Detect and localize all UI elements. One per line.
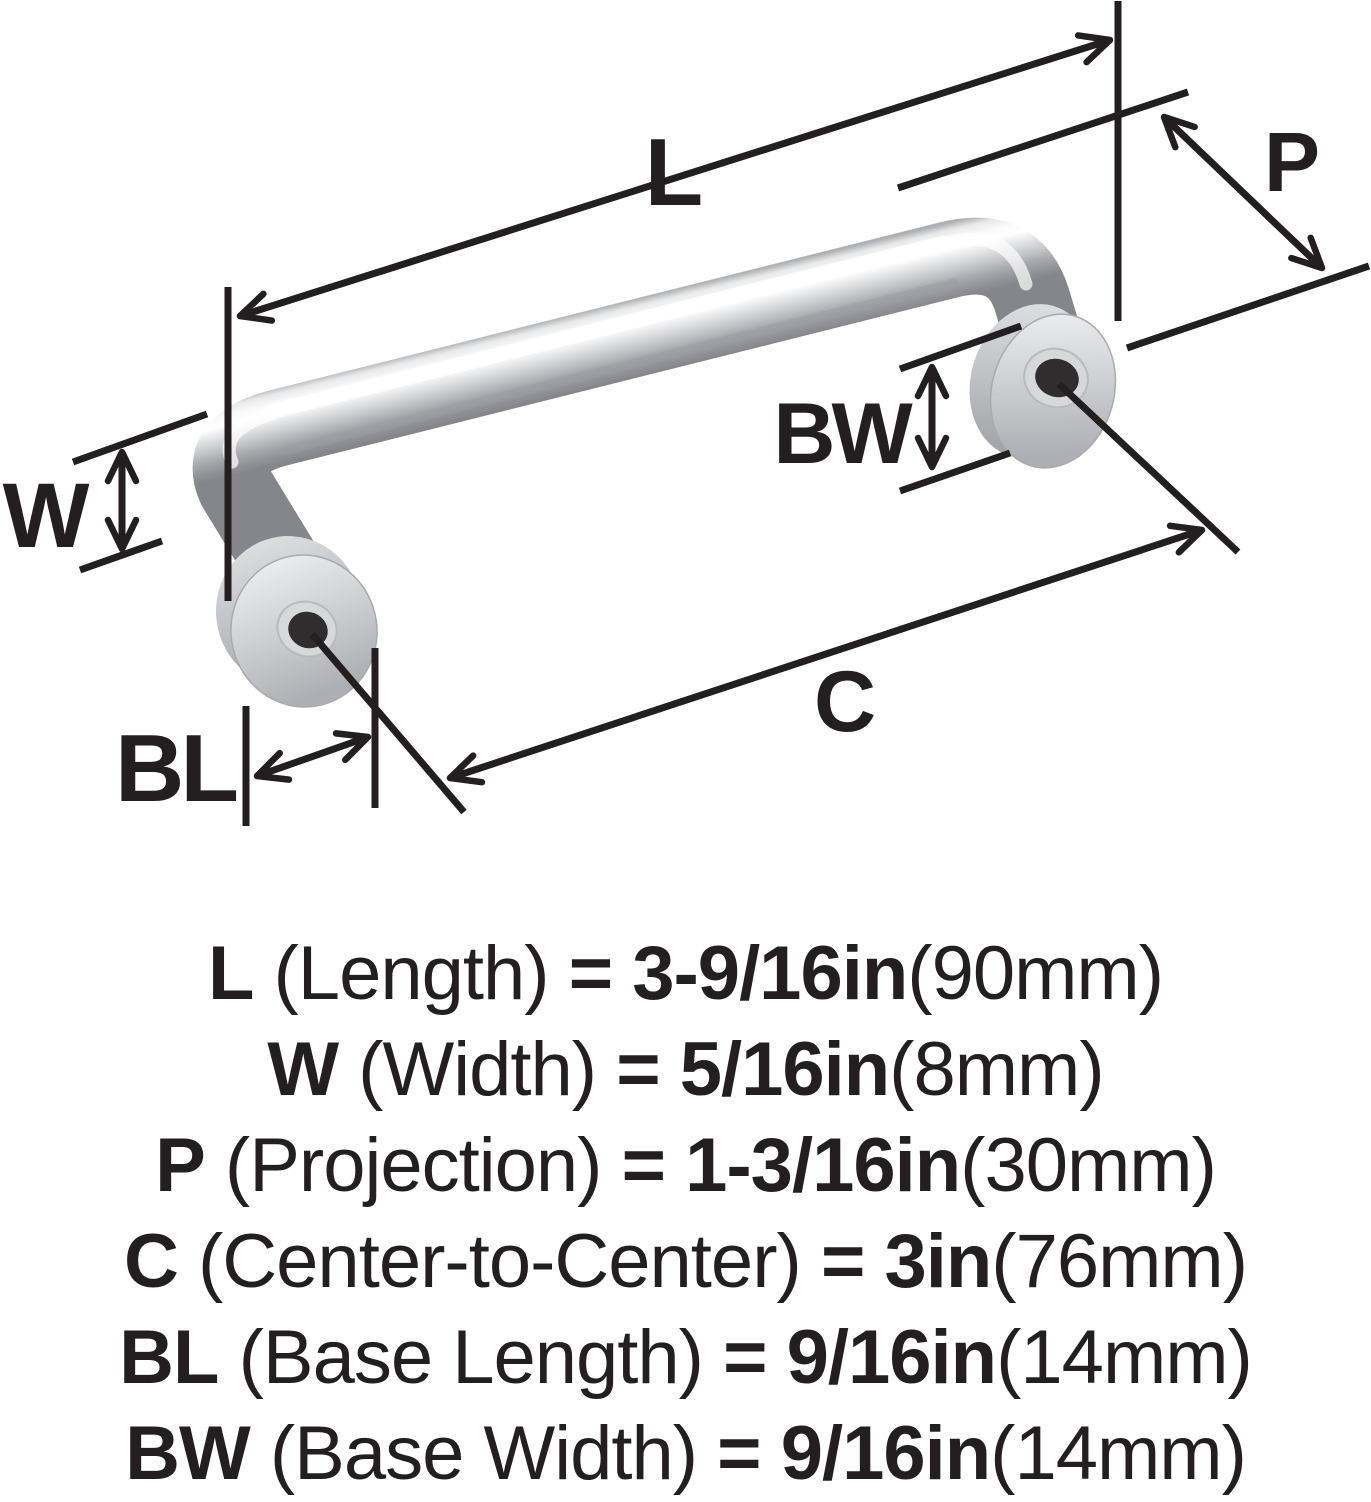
spec-imperial-value: 1-3/16in: [685, 1123, 961, 1208]
spec-code: L: [207, 931, 254, 1016]
equals-sign: =: [621, 1123, 666, 1208]
ext-line-bw-bottom: [898, 449, 1012, 495]
dimension-label-w: W: [3, 465, 90, 567]
equals-sign: =: [616, 1027, 660, 1112]
dimension-line-p: [1160, 113, 1326, 272]
spec-code: P: [155, 1123, 206, 1208]
spec-line-base-length: BL (Base Length) = 9/16in(14mm): [0, 1310, 1371, 1406]
dimension-line-l: [236, 32, 1114, 324]
spec-metric-value: (8mm): [889, 1027, 1105, 1112]
spec-code: C: [123, 1219, 179, 1304]
equals-sign: =: [723, 1315, 767, 1400]
dimension-label-bw: BW: [773, 386, 913, 482]
equals-sign: =: [820, 1219, 865, 1304]
equals-sign: =: [568, 931, 613, 1016]
dimension-label-l: L: [645, 119, 704, 226]
spec-code: BL: [119, 1315, 219, 1400]
spec-name: (Base Length): [238, 1315, 704, 1400]
spec-metric-value: (30mm): [960, 1123, 1217, 1208]
dimension-label-bl: BL: [115, 715, 236, 822]
right-flange: [969, 304, 1117, 469]
spec-imperial-value: 3-9/16in: [632, 931, 908, 1016]
equals-sign: =: [717, 1411, 761, 1496]
spec-imperial-value: 9/16in: [780, 1411, 991, 1496]
spec-line-projection: P (Projection) = 1-3/16in(30mm): [0, 1118, 1371, 1214]
spec-metric-value: (14mm): [996, 1315, 1253, 1400]
dimension-label-c: C: [814, 654, 876, 750]
spec-line-center-to-center: C (Center-to-Center) = 3in(76mm): [0, 1214, 1371, 1310]
spec-imperial-value: 5/16in: [679, 1027, 890, 1112]
spec-metric-value: (14mm): [990, 1411, 1247, 1496]
leader-right-hole: [1056, 381, 1241, 555]
spec-line-base-width: BW (Base Width) = 9/16in(14mm): [0, 1406, 1371, 1502]
spec-name: (Center-to-Center): [197, 1219, 802, 1304]
spec-imperial-value: 3in: [884, 1219, 992, 1304]
spec-name: (Projection): [224, 1123, 603, 1208]
spec-name: (Length): [273, 931, 550, 1016]
ext-line-p-bottom: [1125, 262, 1371, 352]
spec-code: W: [267, 1027, 339, 1112]
ext-line-w-bottom: [78, 537, 164, 574]
spec-imperial-value: 9/16in: [786, 1315, 997, 1400]
ext-line-bw-top: [898, 322, 1023, 373]
leader-left-hole: [309, 631, 467, 815]
dimension-annotations: L P W BW BL C: [3, 1, 1371, 826]
spec-line-length: L (Length) = 3-9/16in(90mm): [0, 926, 1371, 1022]
ext-line-p-top: [896, 88, 1190, 192]
spec-metric-value: (90mm): [907, 931, 1164, 1016]
handle-pull-image: [192, 217, 1117, 708]
spec-name: (Base Width): [269, 1411, 698, 1496]
spec-line-width: W (Width) = 5/16in(8mm): [0, 1022, 1371, 1118]
spec-metric-value: (76mm): [991, 1219, 1248, 1304]
dimension-label-p: P: [1264, 115, 1320, 209]
spec-code: BW: [125, 1411, 251, 1496]
spec-list: L (Length) = 3-9/16in(90mm) W (Width) = …: [0, 926, 1371, 1502]
spec-name: (Width): [358, 1027, 597, 1112]
handle-diagram-canvas: L P W BW BL C: [3, 1, 1371, 826]
dimension-line-c: [446, 522, 1206, 786]
dimension-line-bl: [253, 730, 372, 783]
ext-line-w-top: [71, 410, 209, 466]
